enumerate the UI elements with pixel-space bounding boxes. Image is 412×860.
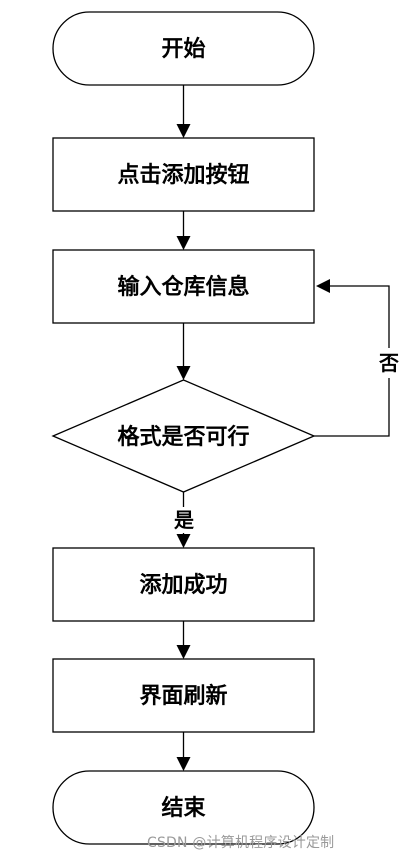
no-label-background (376, 348, 402, 378)
refresh-node: 界面刷新 (52, 658, 315, 733)
click-add-node: 点击添加按钮 (52, 137, 315, 212)
add-success-node-label: 添加成功 (139, 573, 227, 598)
end-node-label: 结束 (161, 795, 206, 821)
check-format-node: 格式是否可行 (51, 379, 316, 493)
arrow-refresh-to-end (176, 732, 191, 771)
check-format-node-label: 格式是否可行 (117, 424, 249, 450)
start-node-label: 开始 (161, 36, 205, 62)
arrow-click-add-to-input (176, 211, 191, 250)
arrow-input-to-decision (176, 323, 191, 380)
refresh-node-label: 界面刷新 (139, 683, 227, 709)
yes-label-background (170, 507, 198, 533)
arrow-start-to-click-add (176, 85, 191, 138)
click-add-node-label: 点击添加按钮 (117, 162, 249, 188)
end-node: 结束 (52, 770, 315, 845)
start-node: 开始 (52, 11, 315, 86)
input-info-node-label: 输入仓库信息 (117, 274, 249, 300)
yes-branch-label: 是 (173, 508, 194, 532)
no-branch-label: 否 (378, 351, 399, 375)
csdn-watermark: CSDN @计算机程序设计定制 (147, 835, 335, 851)
arrow-success-to-refresh (176, 621, 191, 659)
input-info-node: 输入仓库信息 (52, 249, 315, 324)
add-success-node: 添加成功 (52, 547, 315, 622)
